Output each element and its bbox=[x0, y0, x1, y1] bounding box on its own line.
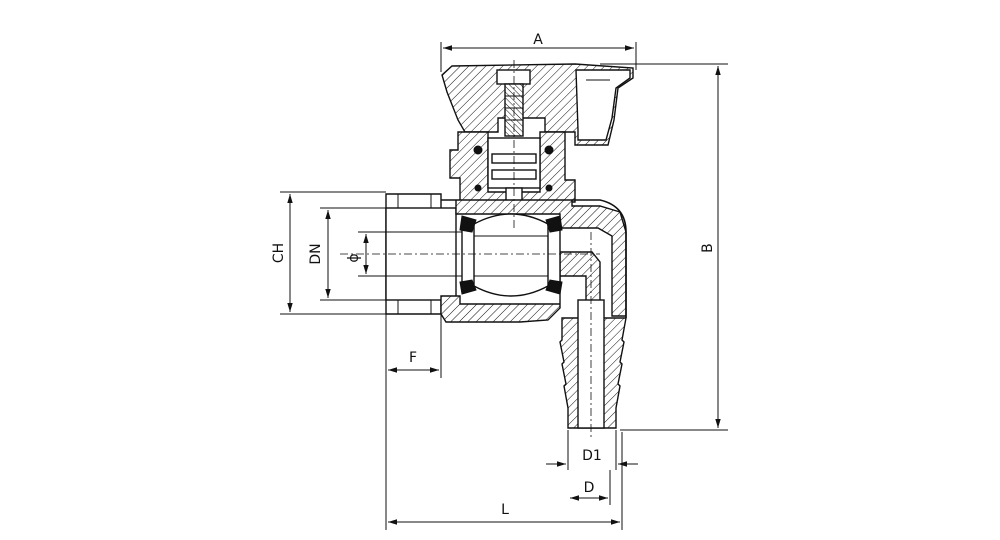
dimension-ch: CH bbox=[271, 191, 386, 315]
valve-body bbox=[385, 193, 627, 323]
hose-tail bbox=[559, 232, 627, 440]
dimension-d1-label: D1 bbox=[582, 448, 602, 464]
handle-lever bbox=[441, 63, 634, 146]
dimension-ch-label: CH bbox=[271, 243, 287, 263]
dimension-f-label: F bbox=[409, 350, 417, 366]
dimension-b: B bbox=[600, 63, 728, 431]
dimension-bore: ϕ bbox=[346, 231, 462, 277]
dimension-f: F bbox=[385, 314, 442, 378]
dimension-a-label: A bbox=[533, 32, 543, 48]
dimension-a: A bbox=[440, 32, 637, 72]
dimension-l-label: L bbox=[501, 502, 509, 518]
dimension-dn-label: DN bbox=[308, 243, 324, 264]
dimension-dn: DN bbox=[308, 207, 386, 301]
dimension-d: D bbox=[570, 470, 611, 505]
dimension-l: L bbox=[385, 378, 623, 530]
dimension-b-label: B bbox=[700, 243, 716, 253]
dimension-d-label: D bbox=[584, 480, 595, 496]
dimension-bore-label: ϕ bbox=[346, 253, 362, 262]
dimension-d1: D1 bbox=[546, 430, 638, 470]
